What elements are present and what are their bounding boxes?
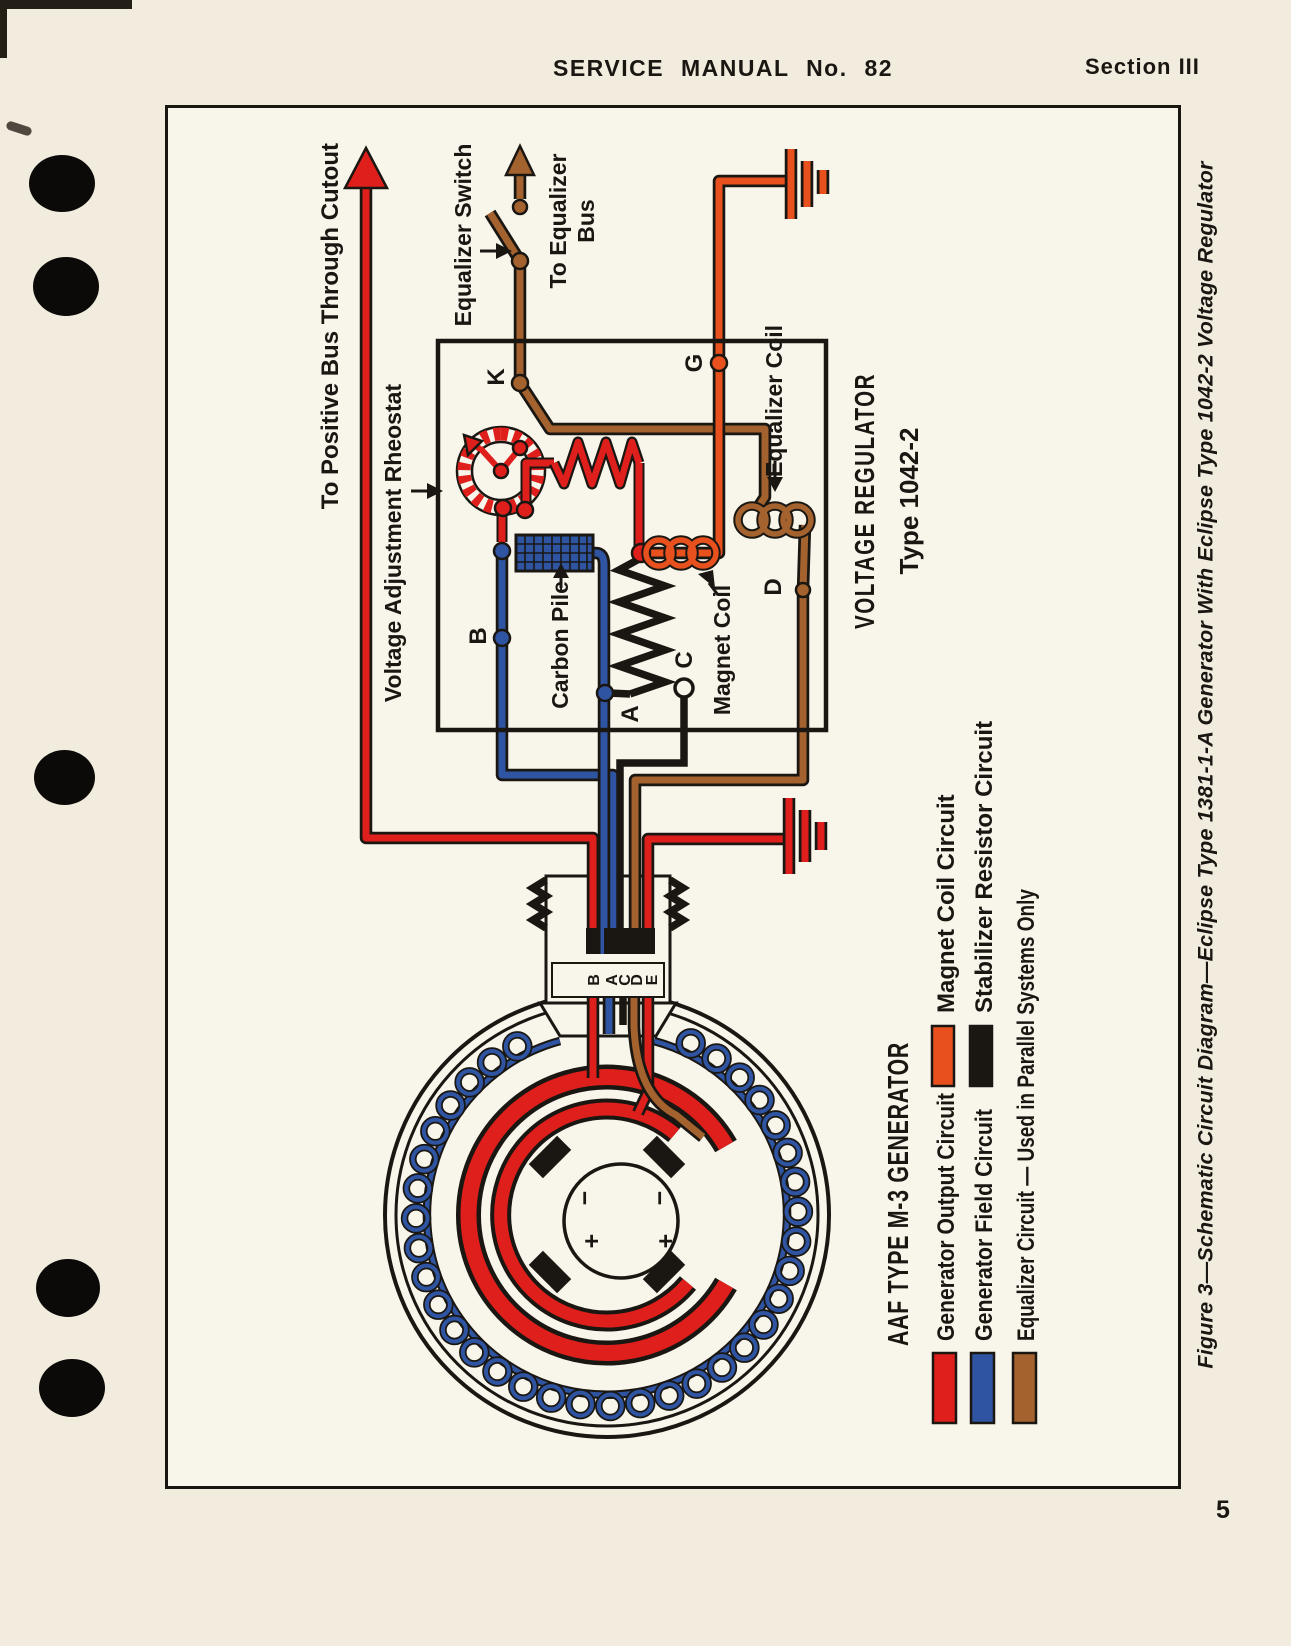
legend-label: Generator Output Circuit bbox=[933, 1093, 960, 1341]
punch-hole bbox=[34, 750, 95, 805]
terminal-d: D bbox=[760, 578, 787, 595]
legend-swatch-equalizer bbox=[1011, 1351, 1038, 1425]
equalizer-switch-label: Equalizer Switch bbox=[450, 144, 476, 327]
connector-pins bbox=[586, 928, 655, 954]
label-arrow bbox=[707, 582, 720, 596]
label-arrowhead bbox=[698, 570, 715, 588]
commutator-plus: + bbox=[578, 1234, 606, 1249]
positive-bus-arrow bbox=[342, 145, 390, 190]
brushes bbox=[528, 1135, 686, 1294]
regulator-red-wiring bbox=[493, 436, 652, 564]
voltage-regulator-box bbox=[435, 338, 829, 733]
legend-swatch-stabilizer bbox=[968, 1024, 994, 1088]
scan-edge-left bbox=[0, 0, 7, 58]
schematic-svg: − − + + bbox=[317, 143, 1040, 1439]
pin-label: C bbox=[617, 974, 634, 986]
punch-hole bbox=[29, 155, 95, 212]
label-arrowhead bbox=[427, 483, 443, 499]
field-winding-ring bbox=[400, 1028, 814, 1422]
punch-hole bbox=[39, 1359, 105, 1417]
wire-magnet-coil bbox=[641, 149, 830, 560]
positive-bus-label: To Positive Bus Through Cutout bbox=[317, 143, 344, 509]
equalizer-switch-icon bbox=[484, 143, 536, 271]
scan-edge-top bbox=[0, 0, 132, 9]
commutator: − − + + bbox=[562, 1162, 680, 1280]
pin-label: E bbox=[644, 974, 661, 985]
generator-title: AAF TYPE M-3 GENERATOR bbox=[883, 1042, 915, 1346]
punch-hole bbox=[36, 1259, 100, 1317]
ink-smudge bbox=[5, 120, 33, 137]
armature-ring bbox=[455, 1064, 737, 1366]
wire-equalizer bbox=[513, 263, 812, 1142]
rheostat-label: Voltage Adjustment Rheostat bbox=[380, 384, 406, 703]
connector-thread-top bbox=[525, 876, 554, 932]
pin-label: B bbox=[586, 974, 603, 986]
wire-generator-output bbox=[342, 145, 600, 1078]
magnet-coil-label: Magnet Coil bbox=[709, 585, 735, 715]
punch-hole bbox=[33, 257, 99, 316]
terminal-a: A bbox=[617, 705, 644, 722]
terminal-b: B bbox=[465, 627, 492, 644]
pin-label-strip: B A C D E bbox=[551, 962, 665, 998]
figure-caption: Figure 3—Schematic Circuit Diagram—Eclip… bbox=[1193, 161, 1218, 1369]
commutator-plus: + bbox=[652, 1234, 680, 1249]
wire-generator-field bbox=[495, 546, 620, 1034]
magnet-coil-icon bbox=[641, 535, 721, 571]
legend-swatch-magnet-coil bbox=[930, 1024, 956, 1088]
page-number: 5 bbox=[1216, 1496, 1230, 1524]
legend-swatch-generator-field bbox=[969, 1351, 996, 1425]
label-arrowhead bbox=[767, 477, 783, 492]
terminal-c: C bbox=[671, 651, 698, 668]
diagram-frame: − − + + bbox=[165, 105, 1181, 1489]
regulator-title: VOLTAGE REGULATOR bbox=[849, 373, 880, 629]
carbon-pile bbox=[514, 533, 595, 573]
legend-label: Generator Field Circuit bbox=[971, 1109, 998, 1341]
equalizer-coil-label: Equalizer Coil bbox=[761, 325, 787, 477]
legend-label: Equalizer Circuit — Used in Parallel Sys… bbox=[1013, 888, 1040, 1341]
legend-label: Stabilizer Resistor Circuit bbox=[971, 721, 998, 1013]
equalizer-bus-arrow bbox=[504, 143, 536, 177]
terminal-dots bbox=[492, 353, 812, 703]
legend-swatch-generator-output bbox=[931, 1351, 958, 1425]
label-arrowhead bbox=[496, 243, 512, 259]
terminal-c-circle bbox=[673, 677, 695, 699]
label-arrowhead bbox=[553, 563, 569, 578]
legend-label: Magnet Coil Circuit bbox=[933, 794, 960, 1013]
pin-label: A bbox=[604, 974, 621, 986]
legend: AAF TYPE M-3 GENERATOR Generator Output … bbox=[883, 721, 1040, 1425]
commutator-minus: − bbox=[571, 1191, 599, 1206]
terminal-k: K bbox=[483, 368, 510, 386]
generator: − − + + bbox=[383, 991, 831, 1439]
header-title: SERVICE MANUAL No. 82 bbox=[553, 55, 894, 81]
header-section: Section III bbox=[1085, 54, 1200, 79]
connector-thread-bottom bbox=[662, 876, 691, 932]
to-equalizer-label: To Equalizer bbox=[545, 153, 571, 288]
equalizer-coil-icon bbox=[733, 501, 816, 539]
schematic-rotated-canvas: − − + + bbox=[168, 108, 1183, 1491]
pin-label: D bbox=[629, 974, 646, 986]
to-equalizer-bus-label: Bus bbox=[573, 199, 599, 242]
commutator-minus: − bbox=[646, 1191, 674, 1206]
terminal-g: G bbox=[681, 354, 708, 373]
carbon-pile-label: Carbon Pile bbox=[547, 581, 573, 709]
regulator-type: Type 1042-2 bbox=[894, 428, 924, 575]
